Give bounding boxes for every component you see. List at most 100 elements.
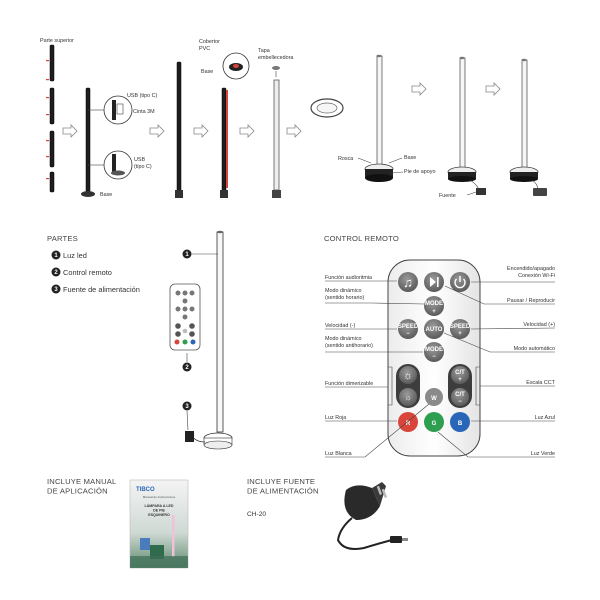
play-pause-icon [430,277,436,287]
btn-power[interactable] [450,272,470,292]
label-usb-tipo-c-2: USB(tipo C) [134,157,152,170]
label-velocidad-menos: Velocidad (-) [325,323,355,329]
label-modo-dinamico-antihorario: Modo dinámico(sentido antihorario) [325,336,373,349]
minus-sign-2: − [432,354,436,360]
parte-item-2-label: Control remoto [63,268,112,277]
label-luz-verde: Luz Verde [531,451,555,457]
manual-booklet: TIBCO Manual de Instrucciones LÁMPARA A … [129,479,189,569]
minus-sign-3: − [458,399,462,405]
parte-item-3-label: Fuente de alimentación [63,285,140,294]
btn-white[interactable]: W [425,388,443,406]
mini-remote [169,283,201,351]
parte-item-2-num: 2 [54,270,58,276]
speed-plus-label: SPEED [450,324,471,330]
btn-speed-plus[interactable]: SPEED + [450,319,471,339]
fuente-model: CH-20 [247,511,266,518]
parte-item-1-label: Luz led [63,251,87,260]
parte-item-3-num: 3 [54,287,58,293]
partes-title: PARTES [47,234,78,243]
parte-item-2: 2 Control remoto [51,267,112,277]
label-funcion-audioritmia: Función audioritmia [325,275,372,281]
manual-top-line: Manual de Instrucciones [143,495,176,499]
btn-auto[interactable]: AUTO [424,319,444,339]
parte-item-1-num: 1 [54,253,58,259]
parts-lamp-illustration: 1 2 3 [182,230,233,450]
music-note-icon: ♫ [403,275,413,290]
control-remoto-section: CONTROL REMOTO ♫ MODE + SPEED − [324,234,556,458]
label-fuente: Fuente [439,193,456,199]
r-label: R [406,421,411,427]
label-luz-azul: Luz Azul [535,415,555,421]
label-cinta-3m: Cinta 3M [133,109,155,115]
btn-mode-plus[interactable]: MODE + [424,296,444,316]
label-usb-tipo-c-1: USB (tipo C) [127,93,157,99]
g-label: G [432,421,437,427]
btn-speed-minus[interactable]: SPEED − [398,319,419,339]
label-parte-superior: Parte superior [40,38,74,44]
ct-plus-label: C/T [455,370,465,376]
btn-green[interactable]: G [424,412,444,432]
step-3-full-pole [175,61,209,198]
sun-bright-icon: ☼ [403,370,413,382]
lamp-callout-1: 1 [185,252,189,258]
power-icon [454,278,466,289]
step-7-full-lamp: Fuente [439,56,501,199]
step-6-pole-base: Rosca Base Pie de apoyo [338,54,435,182]
manual-brand: TIBCO [136,487,155,493]
btn-ct-plus[interactable]: C/T + [451,366,469,384]
label-base-1: Base [100,192,112,198]
b-label: B [458,421,463,427]
plus-sign-2: + [458,331,462,337]
label-funcion-dimerizable: Función dimerizable [325,381,373,387]
partes-section: PARTES 1 Luz led 2 Control remoto 3 Fuen… [47,230,233,450]
assembly-section: Parte superior USB (tip [40,38,547,199]
power-adapter [336,482,408,550]
btn-brightness-up[interactable]: ☼ [399,366,417,384]
label-base-2: Base [201,69,213,75]
label-luz-blanca: Luz Blanca [325,451,352,457]
label-pausar-reproducir: Pausar / Reproducir [507,298,555,304]
label-modo-dinamico-horario: Modo dinámico(sentido horario) [325,288,364,301]
label-escala-cct: Escala CCT [526,380,555,386]
step-8-connected-lamp [509,58,547,196]
mode-minus-label: MODE [425,347,443,353]
btn-brightness-down[interactable]: ☼ [399,388,417,406]
btn-blue[interactable]: B [450,412,470,432]
control-remoto-title: CONTROL REMOTO [324,234,399,243]
btn-mode-minus[interactable]: MODE − [424,342,444,362]
label-luz-roja: Luz Roja [325,415,346,421]
usb-detail-circle-1 [103,95,133,125]
ct-minus-label: C/T [455,392,465,398]
btn-ct-minus[interactable]: C/T − [451,388,469,406]
plus-sign-1: + [432,309,436,315]
minus-sign-1: − [406,331,410,337]
speed-minus-label: SPEED [398,324,419,330]
btn-audioritmia[interactable]: ♫ [398,272,418,292]
step-2-usb: USB (tipo C) Cinta 3M USB(tipo C) Base [81,87,165,198]
mode-plus-label: MODE [425,301,443,307]
btn-red[interactable]: R [398,412,418,432]
step-1-segments: Parte superior [40,38,78,193]
label-modo-automatico: Modo automático [514,346,555,352]
parte-item-1: 1 Luz led [51,250,87,260]
parte-item-3: 3 Fuente de alimentación [51,284,140,294]
sun-dim-icon: ☼ [404,393,411,402]
base-ring [310,98,344,118]
plus-sign-3: + [458,377,462,383]
label-velocidad-mas: Velocidad (+) [523,322,555,328]
btn-pause-play[interactable] [424,272,444,292]
lamp-callout-2: 2 [185,365,189,371]
label-rosca: Rosca [338,156,353,162]
w-label: W [431,396,437,402]
label-base-3: Base [404,155,416,161]
